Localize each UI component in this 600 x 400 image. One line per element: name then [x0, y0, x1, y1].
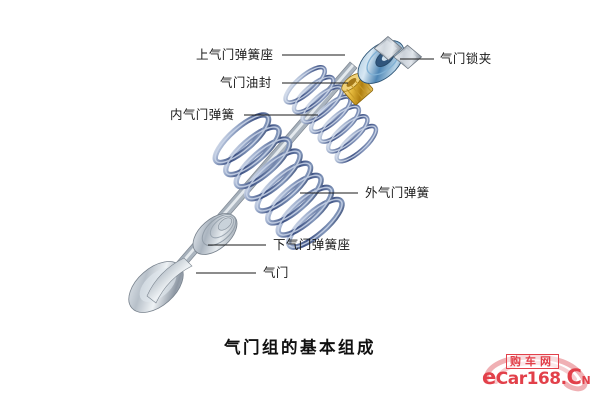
outer-spring-highlight — [214, 114, 343, 248]
label-valve-stem-seal: 气门油封 — [220, 75, 272, 90]
page-title: 气门组的基本组成 — [224, 338, 376, 357]
watermark-boxed-text: 购车网 — [506, 354, 559, 369]
leader-lines — [196, 54, 434, 274]
label-inner-valve-spring: 内气门弹簧 — [170, 107, 235, 122]
watermark-brand-n: N — [581, 374, 591, 387]
label-valve: 气门 — [263, 265, 289, 280]
label-valve-collets: 气门锁夹 — [440, 51, 492, 66]
lower-spring-seat-part — [192, 213, 238, 255]
label-lower-spring-seat: 下气门弹簧座 — [273, 237, 351, 252]
watermark-logo: 购车网 eCar168.CN — [478, 352, 596, 396]
watermark-brand-text: eCar168.CN — [482, 365, 591, 390]
watermark-brand-lead: e — [482, 365, 496, 389]
valve-collets-part — [373, 35, 423, 70]
watermark-brand-main: Car168. — [495, 369, 567, 389]
label-outer-valve-spring: 外气门弹簧 — [365, 185, 430, 200]
watermark-brand-c: C — [566, 365, 582, 389]
label-upper-spring-seat: 上气门弹簧座 — [196, 47, 274, 62]
